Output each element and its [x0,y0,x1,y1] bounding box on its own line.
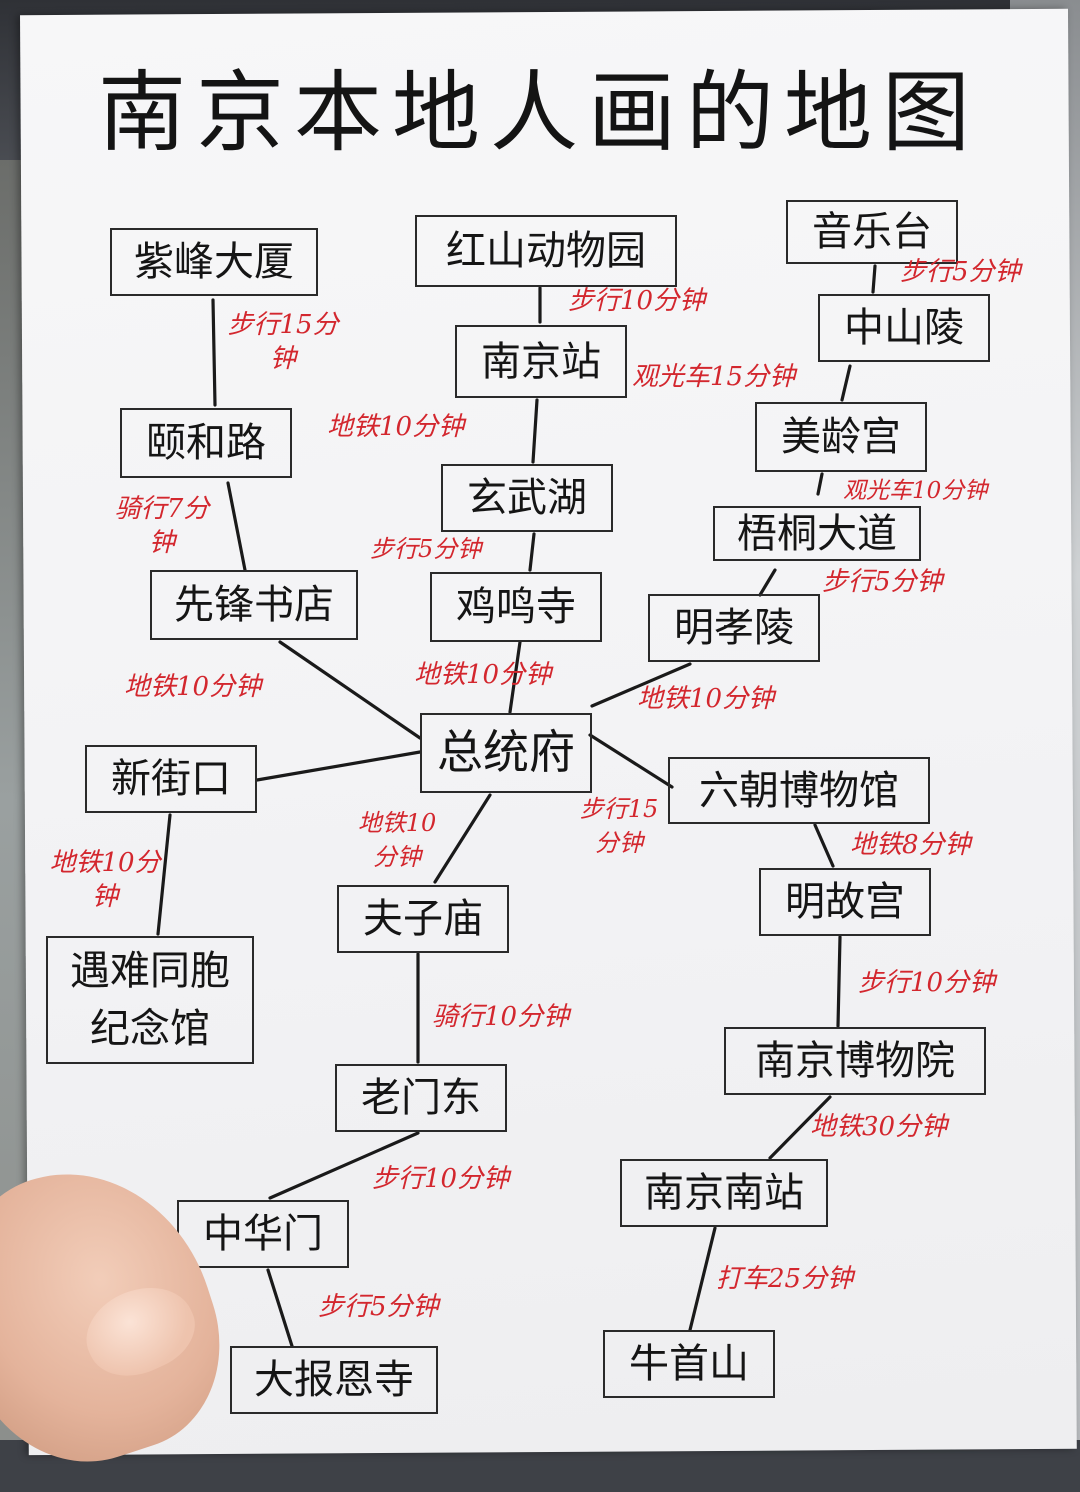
edge-meilinggong-wutong [816,472,824,496]
node-xuanwu-lake: 玄武湖 [441,464,613,532]
node-laomendong: 老门东 [335,1064,507,1132]
route-label-wutong-mingxiaoling: 步行5分钟 [822,567,943,597]
node-yihe-road: 颐和路 [120,408,292,478]
route-label-meilinggong-wutong: 观光车10分钟 [843,478,988,504]
node-massacre-memorial: 遇难同胞纪念馆 [46,936,254,1064]
route-label-xinjiekou-yunan: 地铁10分钟 [49,848,161,912]
route-label-zhonghuamen-dabaoensi: 步行5分钟 [318,1292,439,1322]
node-xinjiekou: 新街口 [85,745,257,813]
edge-xianfeng-zongtongfu [278,640,422,740]
edge-laomendong-zhonghuamen [268,1131,420,1200]
edge-minggugong-nanbo [836,935,842,1028]
node-niushou-mountain: 牛首山 [603,1330,775,1398]
edge-nanjingzhan-xuanwuhu [531,398,539,464]
route-label-laomendong-zhonghuamen: 步行10分钟 [372,1164,510,1194]
route-label-mingxiaoling-zongtongfu: 地铁10分钟 [637,684,775,714]
edge-xinjiekou-zongtongfu [255,750,422,782]
edge-liuchao-minggugong [813,823,835,868]
edge-nanjingnan-niushoushan [688,1226,717,1332]
map-title: 南京本地人画的地图 [98,61,981,164]
route-label-yinyuetai-zhongshanling: 步行5分钟 [900,257,1021,287]
route-label-zongtongfu-fuzimiao: 地铁10分钟 [357,809,437,871]
node-nanjing-south-station: 南京南站 [620,1159,828,1227]
node-dabaoen-temple: 大报恩寺 [230,1346,438,1414]
node-fuzimiao: 夫子庙 [337,885,509,953]
route-label-zhongshanling-meilinggong: 观光车15分钟 [632,362,796,392]
route-label-zongtongfu-liuchao: 步行15分钟 [579,795,659,857]
node-zifeng-tower: 紫峰大厦 [110,228,318,296]
edge-zifeng-yihelu [211,298,217,407]
node-librairie-avant-garde: 先锋书店 [150,570,358,640]
route-label-nanjingnan-niushoushan: 打车25分钟 [716,1264,854,1294]
route-label-nanjingzhan-xuanwuhu: 地铁10分钟 [327,412,465,442]
edge-zongtongfu-liuchao [588,733,674,789]
route-label-liuchao-minggugong: 地铁8分钟 [850,830,971,860]
node-nanjing-museum: 南京博物院 [724,1027,986,1095]
edge-zongtongfu-fuzimiao [433,793,492,884]
node-hongshan-zoo: 红山动物园 [415,215,677,287]
node-ming-xiaoling: 明孝陵 [648,594,820,662]
node-sun-yatsen-mausoleum: 中山陵 [818,294,990,362]
edge-yihelu-xianfeng [226,481,247,572]
edge-zhongshanling-meilinggong [840,364,852,402]
route-label-xuanwuhu-jimingsi: 步行5分钟 [370,535,482,563]
node-six-dynasties-museum: 六朝博物馆 [668,757,930,824]
route-label-minggugong-nanbo: 步行10分钟 [858,968,996,998]
node-jiming-temple: 鸡鸣寺 [430,572,602,642]
route-label-xianfeng-zongtongfu: 地铁10分钟 [124,672,262,702]
route-label-hongshan-nanjingzhan: 步行10分钟 [568,286,706,316]
edge-mingxiaoling-zongtongfu [590,662,692,708]
route-label-zifeng-yihelu: 步行15分钟 [227,310,339,374]
edge-yinyuetai-zhongshanling [871,264,877,294]
node-zhonghua-gate: 中华门 [177,1200,349,1268]
edge-zhonghuamen-dabaoensi [266,1268,294,1348]
node-nanjing-station: 南京站 [455,325,627,398]
node-presidential-palace: 总统府 [420,713,592,793]
route-label-fuzimiao-laomendong: 骑行10分钟 [432,1002,570,1032]
node-music-stage: 音乐台 [786,200,958,264]
route-label-jimingsi-zongtongfu: 地铁10分钟 [414,660,552,690]
route-lines [156,264,877,1348]
edge-wutong-mingxiaoling [758,568,777,597]
node-meiling-palace: 美龄宫 [755,402,927,472]
edge-xinjiekou-yunan [156,813,172,936]
route-label-yihelu-xianfeng: 骑行7分钟 [114,494,210,558]
node-wutong-avenue: 梧桐大道 [713,506,921,561]
node-ming-palace: 明故宫 [759,868,931,936]
edge-jimingsi-zongtongfu [508,640,522,714]
edge-xuanwuhu-jimingsi [528,532,536,572]
edge-nanbo-nanjingnan [768,1095,832,1160]
route-label-nanbo-nanjingnan: 地铁30分钟 [810,1112,948,1142]
